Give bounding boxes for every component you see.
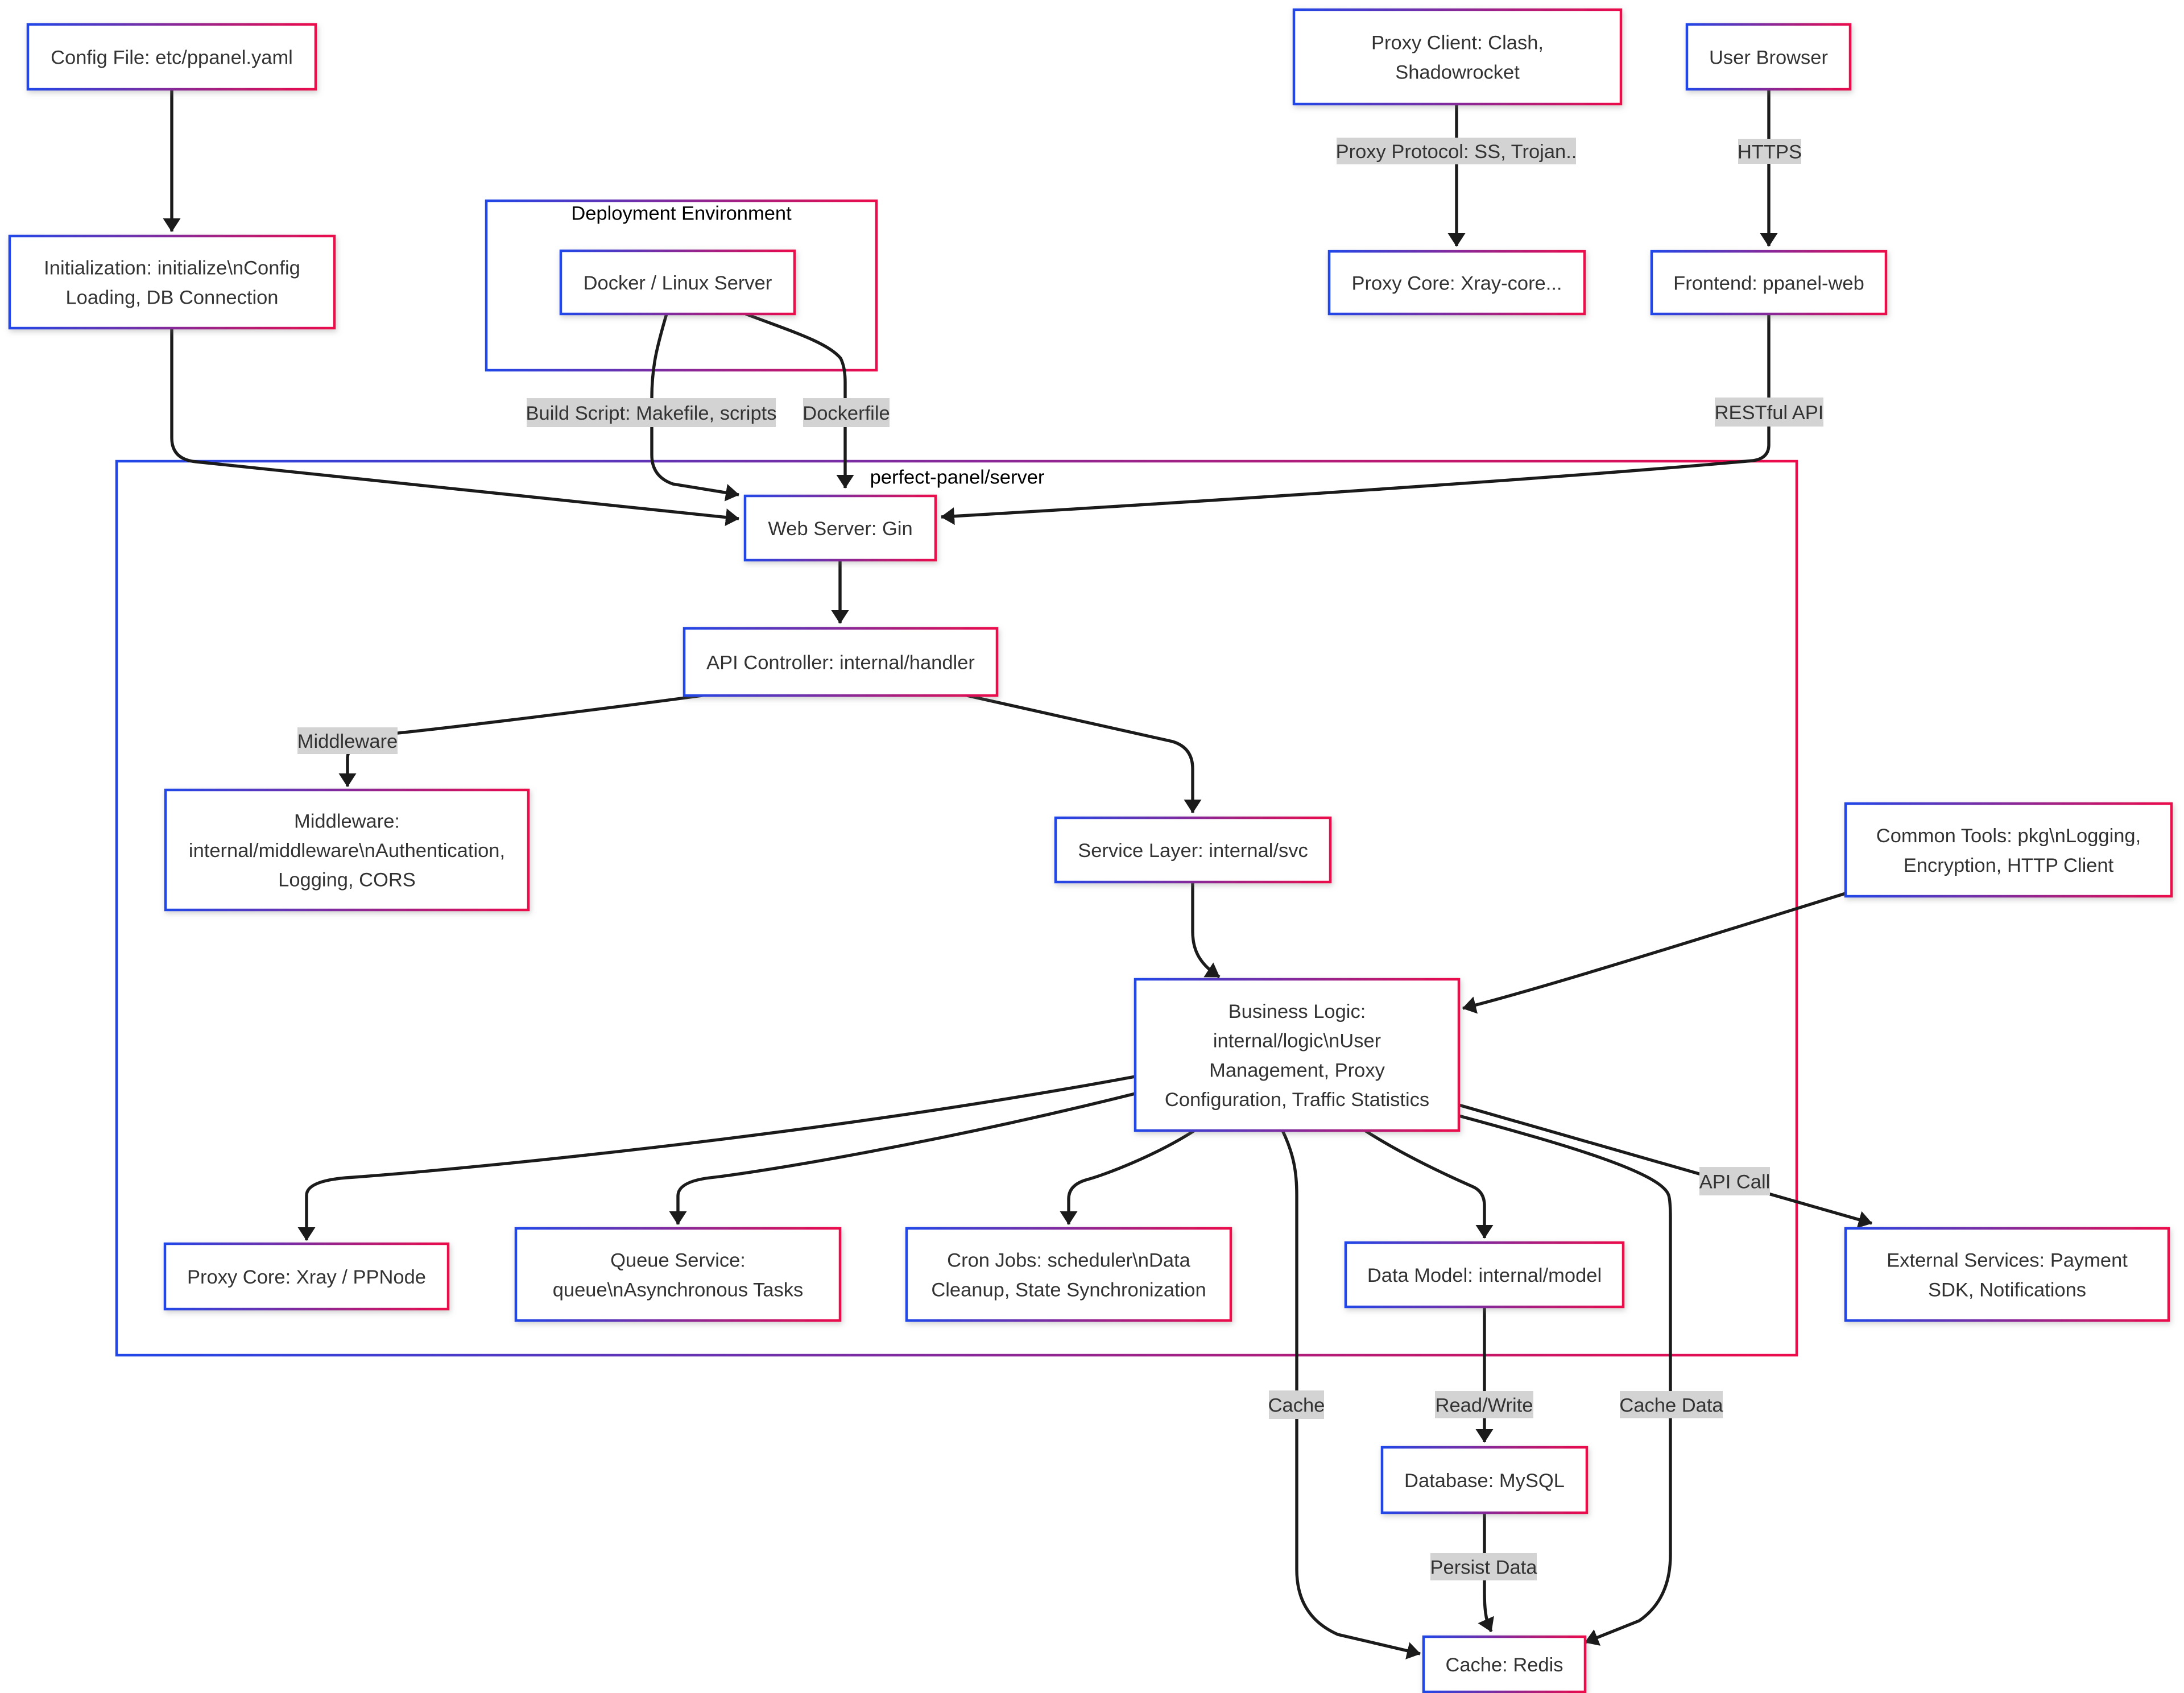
svg-text:Data Model: internal/model: Data Model: internal/model bbox=[1367, 1265, 1602, 1286]
svg-text:Cache Data: Cache Data bbox=[1619, 1395, 1723, 1417]
svg-text:Business Logic:: Business Logic: bbox=[1228, 1001, 1366, 1023]
svg-text:Service Layer: internal/svc: Service Layer: internal/svc bbox=[1078, 840, 1308, 862]
svg-text:Management, Proxy: Management, Proxy bbox=[1209, 1059, 1385, 1081]
svg-text:External Services: Payment: External Services: Payment bbox=[1887, 1250, 2128, 1272]
svg-text:SDK, Notifications: SDK, Notifications bbox=[1928, 1279, 2086, 1301]
svg-text:Loading, DB Connection: Loading, DB Connection bbox=[65, 287, 278, 308]
svg-text:Queue Service:: Queue Service: bbox=[610, 1250, 746, 1272]
svg-text:Config File: etc/ppanel.yaml: Config File: etc/ppanel.yaml bbox=[51, 47, 293, 69]
svg-text:User Browser: User Browser bbox=[1709, 47, 1828, 69]
svg-text:Shadowrocket: Shadowrocket bbox=[1395, 61, 1520, 83]
svg-text:API Controller: internal/handl: API Controller: internal/handler bbox=[706, 652, 975, 674]
svg-text:queue\nAsynchronous Tasks: queue\nAsynchronous Tasks bbox=[553, 1279, 803, 1301]
svg-text:RESTful API: RESTful API bbox=[1715, 402, 1824, 424]
svg-text:Middleware: Middleware bbox=[297, 731, 398, 752]
svg-text:Docker / Linux Server: Docker / Linux Server bbox=[584, 272, 772, 294]
svg-text:Cleanup, State Synchronization: Cleanup, State Synchronization bbox=[931, 1279, 1206, 1301]
svg-text:Read/Write: Read/Write bbox=[1436, 1395, 1533, 1417]
svg-text:Cache: Cache bbox=[1268, 1395, 1325, 1417]
svg-text:Logging, CORS: Logging, CORS bbox=[278, 870, 416, 891]
svg-text:Proxy Core: Xray-core...: Proxy Core: Xray-core... bbox=[1351, 273, 1562, 295]
svg-text:Cron Jobs: scheduler\nData: Cron Jobs: scheduler\nData bbox=[947, 1250, 1190, 1272]
svg-text:Cache: Redis: Cache: Redis bbox=[1445, 1654, 1563, 1676]
svg-text:Middleware:: Middleware: bbox=[294, 810, 400, 832]
svg-text:Initialization: initialize\nCo: Initialization: initialize\nConfig bbox=[44, 258, 300, 279]
svg-text:internal/middleware\nAuthentic: internal/middleware\nAuthentication, bbox=[189, 840, 505, 862]
svg-text:Proxy Core: Xray / PPNode: Proxy Core: Xray / PPNode bbox=[187, 1266, 426, 1288]
svg-text:Dockerfile: Dockerfile bbox=[803, 403, 890, 424]
svg-text:Web Server: Gin: Web Server: Gin bbox=[768, 518, 912, 540]
svg-text:Database: MySQL: Database: MySQL bbox=[1404, 1470, 1565, 1492]
svg-text:Deployment Environment: Deployment Environment bbox=[571, 203, 792, 225]
svg-text:API Call: API Call bbox=[1699, 1172, 1771, 1193]
svg-text:Common Tools: pkg\nLogging,: Common Tools: pkg\nLogging, bbox=[1876, 825, 2141, 847]
svg-text:perfect-panel/server: perfect-panel/server bbox=[870, 467, 1045, 489]
svg-text:Configuration, Traffic Statist: Configuration, Traffic Statistics bbox=[1165, 1089, 1429, 1111]
svg-text:HTTPS: HTTPS bbox=[1738, 142, 1802, 163]
svg-text:Proxy Client: Clash,: Proxy Client: Clash, bbox=[1371, 32, 1544, 54]
svg-text:Build Script: Makefile, script: Build Script: Makefile, scripts bbox=[526, 403, 777, 424]
svg-text:Proxy Protocol: SS, Trojan..: Proxy Protocol: SS, Trojan.. bbox=[1336, 141, 1577, 163]
svg-text:internal/logic\nUser: internal/logic\nUser bbox=[1213, 1030, 1381, 1052]
svg-text:Encryption, HTTP Client: Encryption, HTTP Client bbox=[1904, 855, 2114, 876]
svg-text:Frontend: ppanel-web: Frontend: ppanel-web bbox=[1673, 273, 1864, 295]
svg-text:Persist Data: Persist Data bbox=[1430, 1557, 1538, 1579]
